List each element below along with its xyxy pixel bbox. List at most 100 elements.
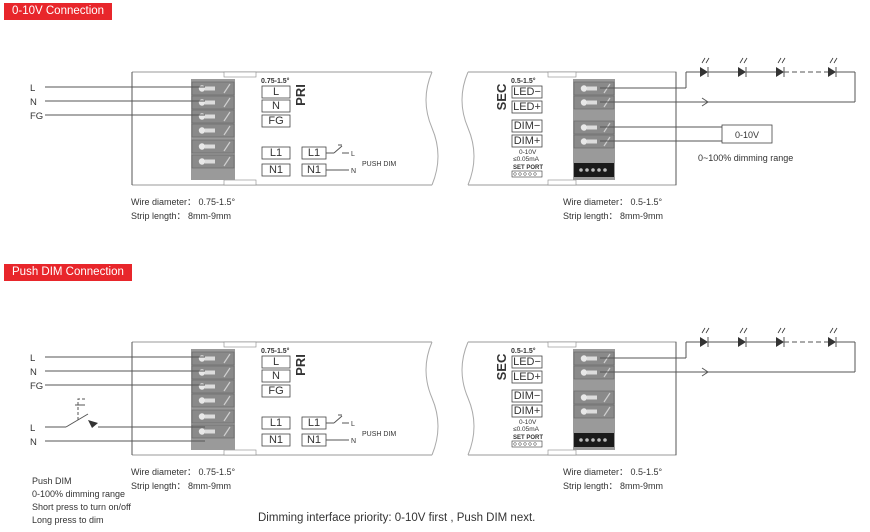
clamp-mark	[223, 141, 231, 152]
pri-terminal-n1-box	[261, 163, 291, 177]
connector-pin	[603, 438, 607, 442]
light-emission-icon	[701, 57, 710, 64]
led-icon	[700, 67, 708, 77]
pri-terminal-fg: FG	[268, 385, 283, 397]
switch-input-label-n: N	[30, 437, 37, 448]
rail	[223, 179, 257, 186]
arrow-icon	[701, 97, 709, 107]
break-mark	[425, 71, 439, 186]
connector-pin	[585, 438, 589, 442]
rail	[547, 449, 577, 456]
screw-slot	[205, 100, 215, 105]
switch-terminal-n1: N1	[307, 434, 321, 446]
screw-icon	[198, 158, 206, 165]
screw-icon	[580, 138, 588, 145]
clamp-mark	[223, 381, 231, 392]
rail	[547, 341, 577, 348]
screw-slot	[205, 414, 215, 419]
light-emission-icon	[777, 327, 786, 334]
sec-terminal-led-minus-box	[511, 85, 543, 99]
sec-terminal-led-minus: LED−	[513, 86, 541, 98]
pri-terminal-l1-box	[261, 146, 291, 160]
screw-slot	[587, 100, 597, 105]
light-emission-icon	[739, 327, 748, 334]
led-icon	[776, 67, 784, 77]
sec-terminal-dim-plus-box	[511, 134, 543, 148]
set-port	[511, 440, 543, 448]
pri-terminal-fg-box	[261, 384, 291, 398]
rail	[547, 71, 577, 78]
dim-spec: 0-10V	[519, 149, 537, 156]
connector-pin	[603, 168, 607, 172]
sec-terminal-led-minus: LED−	[513, 356, 541, 368]
connector-pin	[579, 168, 583, 172]
sec-terminal-dim-minus-box	[511, 389, 543, 403]
screw-slot	[587, 86, 597, 91]
set-port-pin	[513, 442, 517, 446]
section-title-push-dim: Push DIM Connection	[4, 264, 132, 281]
light-emission-icon	[829, 57, 838, 64]
sec-terminal-dim-minus: DIM−	[514, 390, 541, 402]
clamp-mark	[223, 411, 231, 422]
pri-terminal-l1: L1	[270, 147, 282, 159]
switch-line-n: N	[351, 438, 356, 445]
input-label-fg: FG	[30, 381, 43, 392]
screw-icon	[580, 85, 588, 92]
push-dim-label: PUSH DIM	[362, 431, 396, 438]
switch-input-label-l: L	[30, 423, 35, 434]
led-icon	[828, 337, 836, 347]
screw-icon	[580, 394, 588, 401]
light-emission-icon	[739, 57, 748, 64]
pri-terminal-l: L	[273, 356, 279, 368]
screw-slot	[587, 139, 597, 144]
right-strip-length: Strip length： 8mm-9mm	[563, 211, 663, 221]
rail	[223, 341, 257, 348]
pri-wire-spec: 0.75-1.5°	[261, 347, 290, 355]
screw-icon	[198, 369, 206, 376]
connector-pin	[591, 438, 595, 442]
connector-pin	[597, 438, 601, 442]
screw-slot	[205, 384, 215, 389]
switch-terminal-n1: N1	[307, 164, 321, 176]
pri-terminal-l: L	[273, 86, 279, 98]
dimmer-box	[721, 124, 773, 144]
switch-line-l: L	[351, 151, 355, 158]
set-port-pin	[518, 172, 522, 176]
set-port-pin	[523, 172, 527, 176]
screw-slot	[205, 370, 215, 375]
pri-terminal-n1-box	[261, 433, 291, 447]
set-port-pin	[528, 172, 532, 176]
pri-terminal-l-box	[261, 85, 291, 99]
sec-terminal-dim-plus: DIM+	[514, 405, 541, 417]
screw-icon	[198, 428, 206, 435]
dim-current: ≤0.05mA	[513, 156, 540, 163]
led-icon	[700, 337, 708, 347]
connector-pin	[591, 168, 595, 172]
screw-slot	[205, 356, 215, 361]
rail	[223, 449, 257, 456]
arrow-icon	[701, 367, 709, 377]
pri-terminal-n-box	[261, 369, 291, 383]
screw-slot	[205, 429, 215, 434]
push-note-0: Push DIM	[32, 476, 72, 486]
pri-label: PRI	[293, 354, 308, 376]
sec-terminal-led-plus: LED+	[513, 101, 541, 113]
clamp-mark	[223, 156, 231, 167]
pri-terminal-n-box	[261, 99, 291, 113]
sec-terminal-led-minus-box	[511, 355, 543, 369]
rail	[547, 179, 577, 186]
screw-icon	[198, 383, 206, 390]
priority-note: Dimming interface priority: 0-10V first …	[258, 512, 536, 524]
screw-icon	[198, 355, 206, 362]
pri-terminal-l1: L1	[270, 417, 282, 429]
clamp-mark	[223, 367, 231, 378]
push-note-3: Long press to dim	[32, 515, 104, 525]
connector-pin	[585, 168, 589, 172]
input-label-l: L	[30, 83, 35, 94]
screw-slot	[205, 398, 215, 403]
screw-slot	[205, 128, 215, 133]
dimmer-label: 0-10V	[735, 130, 759, 140]
led-icon	[738, 337, 746, 347]
left-wire-diameter: Wire diameter： 0.75-1.5°	[131, 467, 236, 477]
